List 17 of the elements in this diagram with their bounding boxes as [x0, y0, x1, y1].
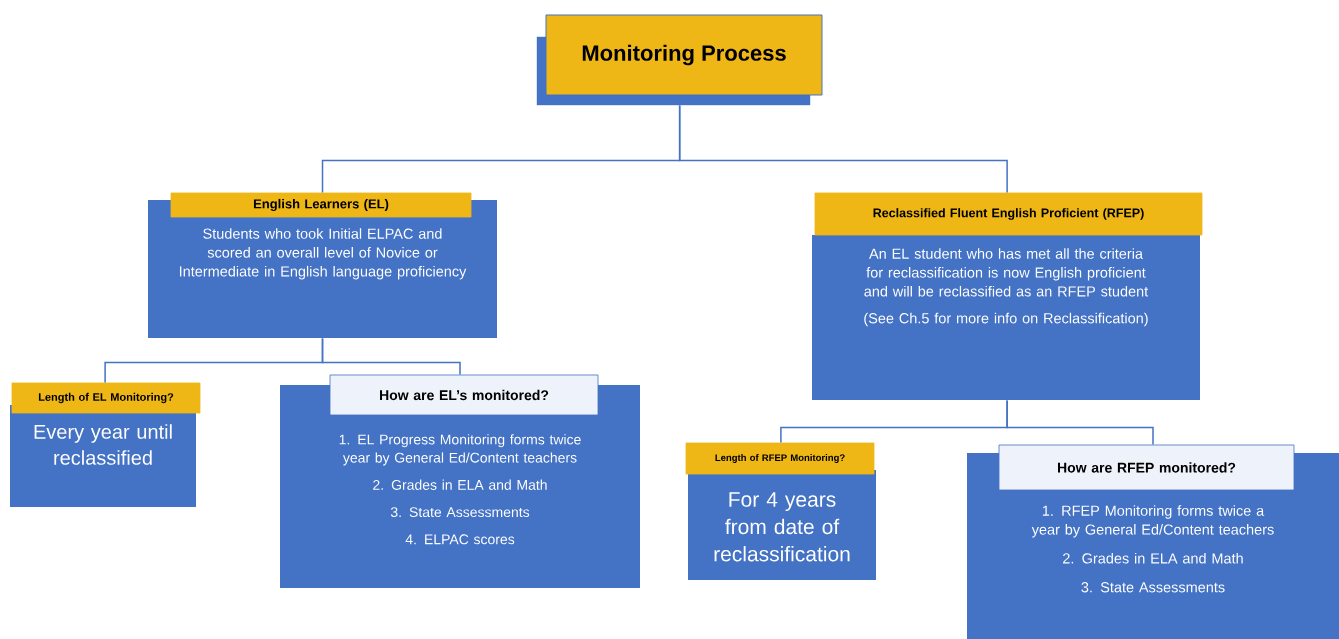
- header-tab: Length of RFEP Monitoring?: [685, 442, 875, 475]
- connector-line: [321, 337, 461, 376]
- title-box: Monitoring Process: [536, 14, 823, 106]
- header-tab: Reclassified Fluent English Proficient (RFEP): [814, 192, 1203, 236]
- node-label: 1. EL Progress Monitoring forms twice year by General Ed/Content teachers: [339, 434, 581, 466]
- header-tab: How are EL’s monitored?: [329, 374, 599, 416]
- header-tab: English Learners (EL): [170, 192, 472, 218]
- header-tab: Length of EL Monitoring?: [11, 382, 201, 414]
- connector-line: [678, 104, 1008, 194]
- node-label: 4. ELPAC scores: [405, 534, 515, 545]
- info-box: Every year until reclassified: [10, 405, 196, 507]
- connector-line: [1006, 399, 1154, 446]
- node-label: 2. Grades in ELA and Math: [373, 479, 547, 490]
- header-tab: How are RFEP monitored?: [998, 444, 1295, 491]
- info-box: For 4 years from date of reclassification: [688, 470, 876, 580]
- node-label: 3. State Assessments: [390, 507, 530, 518]
- info-box: An EL student who has met all the criteria for reclassification is now English proficient and will be reclassified as an RFEP student (See Ch.5 for more info on Reclassification): [812, 235, 1200, 400]
